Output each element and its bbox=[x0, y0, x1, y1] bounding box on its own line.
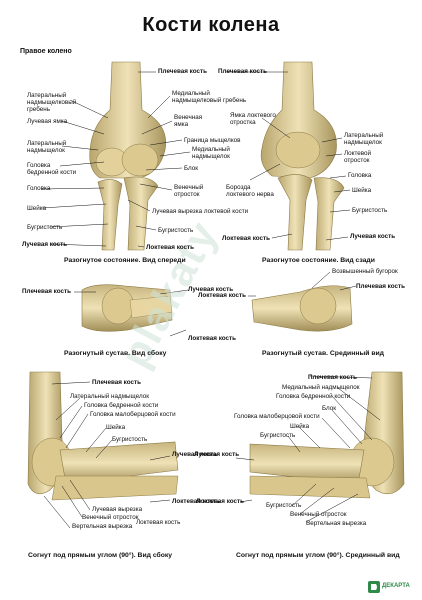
p5-ulna-label: Локтевая кость bbox=[172, 498, 221, 505]
p3-caption: Разогнутый сустав. Вид сбоку bbox=[64, 350, 167, 357]
p3-radius-label: Лучевая кость bbox=[188, 286, 234, 293]
p5-caption: Согнут под прямым углом (90°). Вид сбоку bbox=[28, 552, 173, 559]
p3-humerus-label: Плечевая кость bbox=[22, 288, 71, 295]
section-label: Правое колено bbox=[20, 48, 72, 55]
p2-ulna-label: Локтевая кость bbox=[222, 235, 271, 242]
panel5-bones bbox=[27, 371, 179, 501]
p1-tuberosity-u-label: Бугристость bbox=[158, 227, 194, 234]
p2-head-label: Головка bbox=[348, 172, 372, 179]
p1-head-label: Головка bbox=[27, 185, 51, 192]
p1-lateral-epicondyle-label: Латеральный надмыщелок bbox=[27, 140, 67, 154]
p2-radius-label: Лучевая кость bbox=[350, 233, 396, 240]
p4-ulna-label: Локтевая кость bbox=[198, 292, 247, 299]
p6-neck-label: Шейка bbox=[290, 423, 310, 430]
p6-vertical-notch-label: Вертельная вырезка bbox=[306, 520, 367, 527]
p6-capitulum-label: Головка бедренной кости bbox=[276, 393, 351, 400]
p6-ulna-label: Локтевая кость bbox=[196, 498, 245, 505]
p5-lateral-epicondyle-label: Латеральный надмыщелок bbox=[70, 393, 149, 400]
p4-caption: Разогнутый сустав. Срединный вид bbox=[262, 350, 384, 357]
p5-vertical-notch-label: Вертельная вырезка bbox=[72, 523, 133, 530]
panel4-bones bbox=[251, 285, 353, 332]
p5-neck-label: Шейка bbox=[106, 424, 126, 431]
p2-tuberosity-label: Бугристость bbox=[352, 207, 388, 214]
p6-radius-label: Лучевая кость bbox=[194, 451, 240, 458]
p5-radius-label: Лучевая кость bbox=[172, 451, 218, 458]
p1-capitulum-label: Головка бедренной кости bbox=[27, 162, 77, 176]
p2-neck-label: Шейка bbox=[352, 187, 372, 194]
p1-tuberosity-r-label: Бугристость bbox=[27, 224, 63, 231]
panel6-bones bbox=[249, 371, 405, 499]
p1-neck-label: Шейка bbox=[27, 205, 47, 212]
logo-text: ДЕКАРТА bbox=[382, 583, 410, 589]
p1-medial-epicondyle-label: Медиальный надмыщелок bbox=[192, 146, 230, 160]
panel2-bones bbox=[260, 61, 345, 251]
p1-medial-crest-label: Медиальный надмыщелковый гребень bbox=[172, 90, 247, 104]
p2-olecranon-fossa-label: Ямка локтевого отростка bbox=[230, 112, 276, 126]
page-title: Кости колена bbox=[142, 14, 280, 36]
p1-radius-label: Лучевая кость bbox=[22, 241, 68, 248]
p5-capitulum-label: Головка бедренной кости bbox=[84, 402, 159, 409]
p1-coronoid-process-label: Венечный отросток bbox=[174, 184, 204, 198]
p6-tuberosity2-label: Бугристость bbox=[266, 502, 302, 509]
p1-capitulum-border-label: Граница мыщелков bbox=[184, 137, 241, 144]
p5-tuberosity-label: Бугристость bbox=[112, 436, 148, 443]
panel3-bones bbox=[81, 284, 173, 332]
p2-caption: Разогнутое состояние. Вид сзади bbox=[262, 257, 375, 264]
p5-radial-notch-label: Лучевая вырезка bbox=[92, 506, 143, 513]
p6-tuberosity-label: Бугристость bbox=[260, 432, 296, 439]
p1-humerus-label: Плечевая кость bbox=[158, 68, 207, 75]
p5-ulna2-label: Локтевая кость bbox=[136, 519, 181, 526]
p1-lateral-crest-label: Латеральный надмыщелковый гребень bbox=[27, 92, 77, 113]
p6-humerus-label: Плечевая кость bbox=[308, 374, 357, 381]
p1-radial-fossa-label: Лучевая ямка bbox=[27, 118, 68, 125]
p1-caption: Разогнутое состояние. Вид спереди bbox=[64, 257, 186, 264]
p1-trochlea-label: Блок bbox=[184, 165, 199, 172]
p1-coronoid-fossa-label: Венечная ямка bbox=[174, 114, 203, 128]
p6-medial-epicondyle-label: Медиальный надмыщелок bbox=[282, 384, 360, 391]
p4-humerus-label: Плечевая кость bbox=[356, 283, 405, 290]
p1-radial-notch-label: Лучевая вырезка локтевой кости bbox=[152, 208, 249, 215]
p2-humerus-label: Плечевая кость bbox=[218, 68, 267, 75]
panel1-bones bbox=[89, 61, 167, 251]
p5-coronoid-label: Венечный отросток bbox=[82, 514, 139, 521]
p5-humerus-label: Плечевая кость bbox=[92, 379, 141, 386]
p5-fibula-head-label: Головка малоберцовой кости bbox=[90, 411, 176, 418]
leader-lines bbox=[41, 71, 381, 529]
p6-fibula-head-label: Головка малоберцовой кости bbox=[234, 413, 320, 420]
p4-tubercle-label: Возвышенный бугорок bbox=[332, 268, 398, 275]
p2-lateral-epicondyle-label: Латеральный надмыщелок bbox=[344, 132, 384, 146]
publisher-logo: ДЕКАРТА bbox=[368, 580, 412, 594]
p2-ulnar-groove-label: Борозда локтевого нерва bbox=[226, 184, 274, 198]
p6-coronoid-label: Венечный отросток bbox=[290, 511, 347, 518]
p6-caption: Согнут под прямым углом (90°). Срединный… bbox=[236, 552, 400, 559]
p3-ulna-label: Локтевая кость bbox=[188, 335, 237, 342]
p1-ulna-label: Локтевая кость bbox=[146, 244, 195, 251]
p6-trochlea-label: Блок bbox=[322, 405, 337, 412]
p2-olecranon-label: Локтевой отросток bbox=[344, 150, 372, 164]
